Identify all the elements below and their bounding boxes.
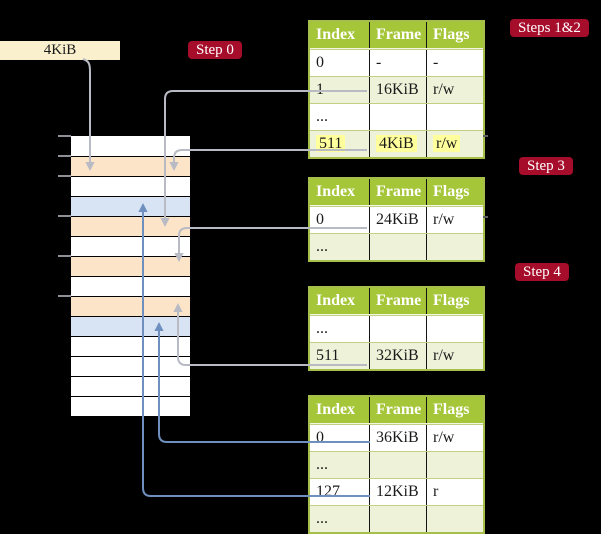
table-row: ... — [310, 315, 483, 342]
highlighted-value: r/w — [432, 135, 461, 152]
memory-frame-row — [71, 336, 190, 356]
memory-frame-row — [71, 196, 190, 216]
connector-stub — [483, 135, 488, 137]
column-header: Index — [316, 26, 356, 43]
table-cell: 1 — [316, 81, 324, 98]
table-cell: 12KiB — [368, 479, 426, 505]
column-header: Flags — [425, 397, 483, 423]
column-header: Index — [316, 401, 356, 418]
table-cell: r — [425, 479, 483, 505]
memory-boundary-tick — [58, 255, 71, 257]
table-cell: ... — [316, 456, 328, 473]
column-header: Frame — [368, 179, 426, 205]
memory-boundary-tick — [58, 155, 71, 157]
table-cell — [368, 316, 426, 342]
column-header: Frame — [368, 22, 426, 48]
memory-frame-row — [71, 216, 190, 236]
column-header: Flags — [425, 179, 483, 205]
table-row: 511 4KiB r/w — [310, 130, 483, 157]
frame-size-box: 4KiB — [0, 41, 120, 60]
table-cell: r/w — [425, 343, 483, 369]
step-3-label: Step 3 — [519, 157, 573, 175]
table-cell: 127 — [316, 483, 340, 500]
table-cell — [425, 234, 483, 260]
table-cell — [368, 506, 426, 532]
table-cell: 24KiB — [368, 207, 426, 233]
table-cell: 16KiB — [368, 77, 426, 103]
table-cell: r/w — [425, 77, 483, 103]
memory-frame-row — [71, 396, 190, 416]
table-cell: 36KiB — [368, 425, 426, 451]
column-header: Index — [316, 183, 356, 200]
table-cell — [425, 316, 483, 342]
memory-frame-row — [71, 356, 190, 376]
table-cell: ... — [316, 320, 328, 337]
steps-1-2-label: Steps 1&2 — [510, 19, 589, 37]
memory-frame-row — [71, 156, 190, 176]
step-4-label: Step 4 — [515, 263, 569, 281]
table-cell: 0 — [316, 429, 324, 446]
table-cell: - — [425, 50, 483, 76]
memory-boundary-tick — [58, 295, 71, 297]
highlighted-value: 511 — [316, 135, 346, 152]
column-header: Frame — [368, 397, 426, 423]
memory-frame-row — [71, 236, 190, 256]
table-row: ... — [310, 233, 483, 260]
table-cell — [368, 452, 426, 478]
table-cell: 511 — [310, 131, 369, 157]
step-0-label: Step 0 — [188, 41, 242, 59]
table-cell — [425, 506, 483, 532]
memory-frame-row — [71, 316, 190, 336]
table-cell: 0 — [316, 54, 324, 71]
table-cell: r/w — [425, 131, 483, 157]
memory-frame-row — [71, 136, 190, 156]
table-cell — [425, 104, 483, 130]
table-row: 0 -- — [310, 49, 483, 76]
table-cell: r/w — [425, 207, 483, 233]
table-cell: ... — [316, 510, 328, 527]
memory-frame-row — [71, 256, 190, 276]
table-cell: 511 — [316, 347, 340, 364]
table-cell: 0 — [316, 211, 324, 228]
memory-frame-row — [71, 176, 190, 196]
table-cell: 32KiB — [368, 343, 426, 369]
column-header: Flags — [425, 22, 483, 48]
table-cell — [425, 452, 483, 478]
memory-frame-row — [71, 376, 190, 396]
highlighted-value: 4KiB — [375, 135, 417, 152]
table-row: ... — [310, 103, 483, 130]
table-cell: ... — [316, 108, 328, 125]
table-cell — [368, 234, 426, 260]
table-cell: 4KiB — [368, 131, 426, 157]
memory-frame-row — [71, 296, 190, 316]
table-cell: ... — [316, 238, 328, 255]
column-header: Index — [316, 292, 356, 309]
physical-memory-column — [71, 136, 190, 416]
table-cell — [368, 104, 426, 130]
memory-frame-row — [71, 276, 190, 296]
table-row: ... — [310, 451, 483, 478]
table-cell: - — [368, 50, 426, 76]
memory-boundary-tick — [58, 175, 71, 177]
connector-stub — [483, 216, 488, 218]
memory-boundary-tick — [58, 215, 71, 217]
column-header: Flags — [425, 288, 483, 314]
table-cell: r/w — [425, 425, 483, 451]
column-header: Frame — [368, 288, 426, 314]
memory-boundary-tick — [58, 135, 71, 137]
